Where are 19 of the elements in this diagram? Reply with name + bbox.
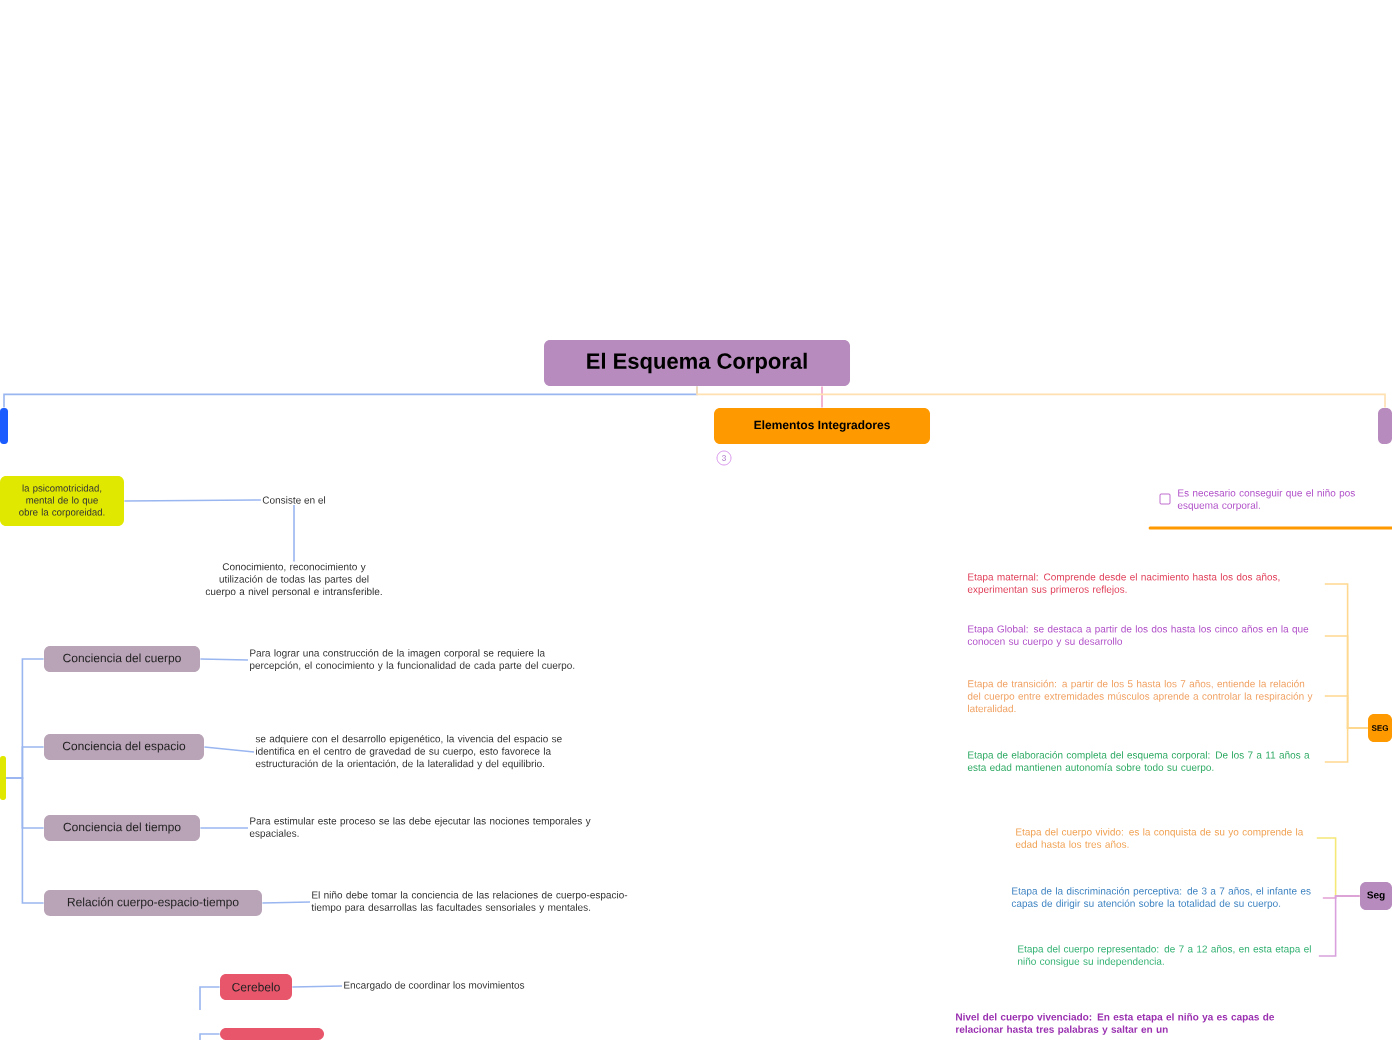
connector-line: [293, 504, 295, 563]
branch-box: [0, 408, 8, 444]
connector-line: [123, 499, 262, 502]
connector-line: [1318, 895, 1361, 957]
connector-line: [199, 658, 249, 661]
connector-line: [199, 986, 221, 1011]
connector-line: [291, 985, 343, 988]
connector-line: [261, 901, 311, 904]
topic-box: [0, 756, 6, 800]
subtopic-box: [220, 1028, 324, 1040]
connector-line: [821, 385, 823, 409]
connector-line: [199, 1033, 221, 1040]
branch-box: [1378, 408, 1392, 444]
title-box: El Esquema Corporal: [544, 340, 850, 386]
connector-line: [1324, 727, 1369, 763]
connector-line: [696, 385, 1386, 409]
connector-line: [5, 777, 45, 904]
connector-line: [199, 827, 249, 829]
connector-line: [203, 746, 255, 753]
